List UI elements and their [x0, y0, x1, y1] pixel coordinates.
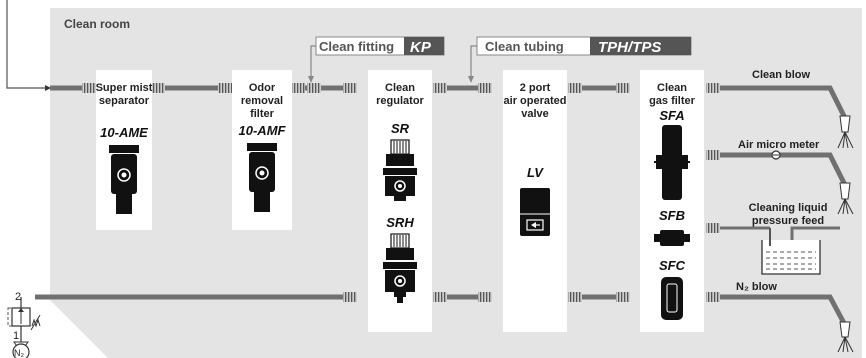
- odor-label-2: removal: [241, 95, 283, 107]
- gas-filter-label-1: Clean: [657, 82, 687, 94]
- cleaning-label-1: Cleaning liquid: [749, 202, 828, 214]
- valve-label-1: 2 port: [520, 82, 551, 94]
- port-2-label: 2: [15, 291, 21, 303]
- liquid-tank-icon: [761, 228, 821, 275]
- sr-regulator-icon: [383, 139, 417, 201]
- odor-model: 10-AMF: [239, 123, 287, 138]
- tubing-callout-line: [470, 45, 477, 80]
- micro-meter-label: Air micro meter: [738, 139, 820, 151]
- regulator-label-2: regulator: [376, 95, 424, 107]
- tubing-callout-label: Clean tubing: [485, 39, 564, 54]
- arrow-icon: [468, 76, 474, 83]
- gas-filter-label-2: gas filter: [649, 95, 696, 107]
- tubing-callout-model: TPH/TPS: [598, 39, 661, 56]
- n2-blow-label: N₂ blow: [736, 281, 777, 293]
- supply-line: [6, 0, 45, 89]
- fitting-callout-line: [310, 45, 316, 80]
- regulator-label-1: Clean: [385, 82, 415, 94]
- n2-source-label: N₂: [14, 348, 24, 358]
- gas-filter-model-sfb: SFB: [659, 208, 685, 223]
- gas-filter-model-sfa: SFA: [659, 108, 684, 123]
- sfa-filter-icon: [654, 125, 690, 200]
- odor-label-1: Odor: [249, 82, 276, 94]
- regulator-model-sr: SR: [391, 121, 410, 136]
- clean-blow-label: Clean blow: [752, 69, 811, 81]
- n2-blow-nozzle-icon: [837, 321, 854, 353]
- n2-source-regulator-symbol: [7, 297, 41, 358]
- cleaning-label-2: pressure feed: [752, 215, 824, 227]
- mist-label-1: Super mist: [96, 82, 153, 94]
- valve-model: LV: [527, 165, 544, 180]
- valve-label-3: valve: [521, 108, 549, 120]
- main-tubing: [35, 85, 848, 327]
- odor-label-3: filter: [250, 108, 275, 120]
- micro-meter-gauge-icon: [771, 150, 781, 160]
- port-1-label: 1: [13, 330, 19, 342]
- clean-room-label: Clean room: [64, 17, 130, 31]
- sfc-filter-icon: [661, 277, 683, 320]
- sfb-filter-icon: [654, 230, 690, 246]
- fitting-callout-model: KP: [410, 39, 432, 56]
- arrow-icon: [308, 76, 314, 83]
- fitting-model-box: [404, 37, 444, 55]
- regulator-model-srh: SRH: [386, 215, 414, 230]
- srh-regulator-icon: [383, 233, 417, 303]
- fitting-icons: [82, 83, 720, 302]
- tubing-model-box: [590, 37, 691, 55]
- micro-meter-nozzle-icon: [837, 182, 854, 215]
- odor-filter-icon: [247, 143, 277, 212]
- fitting-callout-label: Clean fitting: [319, 39, 394, 54]
- arrow-icon: [45, 85, 51, 91]
- mist-model: 10-AME: [100, 125, 148, 140]
- valve-label-2: air operated: [504, 95, 567, 107]
- mist-separator-icon: [109, 145, 139, 214]
- clean-blow-nozzle-icon: [837, 115, 854, 149]
- mist-label-2: separator: [99, 95, 150, 107]
- gas-filter-model-sfc: SFC: [659, 258, 686, 273]
- clean-room-area: [50, 8, 862, 358]
- lv-valve-icon: [520, 188, 550, 236]
